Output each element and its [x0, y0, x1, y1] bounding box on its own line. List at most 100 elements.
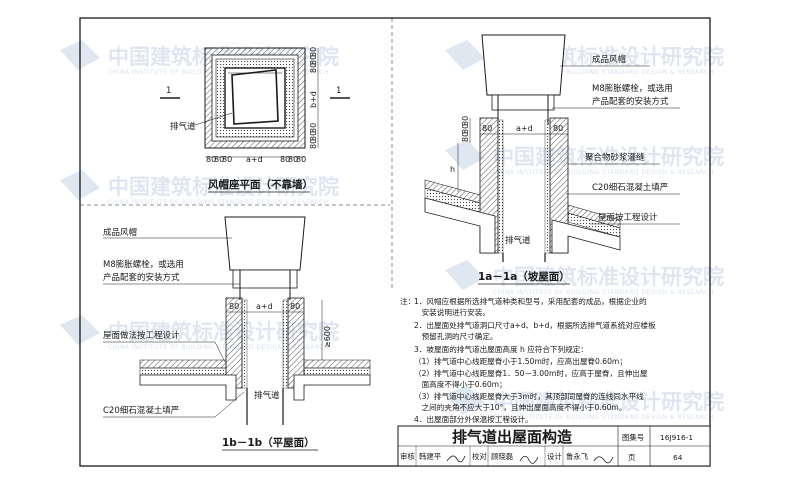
section-b-insulation-left — [139, 367, 227, 376]
section-a-label-mortar: 聚合物砂浆灌缝 — [585, 152, 645, 163]
section-a-label-cap: 成品风帽 — [592, 54, 626, 65]
note-line: 预留孔洞的尺寸确定。 — [414, 331, 498, 341]
section-a-infill-left — [497, 119, 504, 254]
section-a-title: 1a－1a（坡屋面） — [478, 270, 570, 283]
section-b-label-bolt: M8膨胀螺栓，或选用 — [103, 259, 184, 270]
watermark-subtext: CHINA INSTITUTE OF BUILDING STANDARD DES… — [493, 69, 714, 76]
section-b-label-cap: 成品风帽 — [103, 227, 137, 238]
note-line: 面高度不得小于0.60m； — [414, 379, 507, 389]
watermark-subtext: CHINA INSTITUTE OF BUILDING STANDARD DES… — [493, 289, 714, 296]
watermark-logo-icon — [445, 385, 485, 415]
dim-text: 80 — [290, 302, 300, 311]
dim-text: 80 — [309, 55, 318, 65]
plan-title: 风帽座平面（不靠墙） — [208, 178, 313, 191]
section-a-label-bolt: M8膨胀螺栓，或选用 — [592, 83, 673, 94]
watermark-text: 中国建筑标准设计研究院 — [493, 390, 724, 414]
section-a-view: 排气道 成品风帽 M8膨胀螺栓，或选用 产品配套的安装方式 聚合物砂浆灌缝 C2… — [424, 34, 680, 285]
page-number: 64 — [673, 453, 683, 462]
plan-view: 1 1 排气道 80 80 80 a+d 80 80 80 80 80 80 b… — [160, 47, 350, 193]
section-a-label-bolt-2: 产品配套的安装方式 — [592, 96, 669, 107]
plan-vent-opening — [231, 69, 279, 125]
watermark-subtext: CHINA INSTITUTE OF BUILDING STANDARD DES… — [493, 414, 714, 421]
section-b-infill-right — [282, 299, 289, 389]
section-b-slab-left — [139, 374, 237, 401]
sheet-title: 排气道出屋面构造 — [452, 428, 572, 446]
title-block: 排气道出屋面构造 图集号 16J916-1 审核 韩建平 校对 顾晓磊 设计 鲁… — [397, 425, 711, 467]
dim-text: 80 — [553, 124, 563, 133]
notes: 注： 1．风帽应根据所选排气道种类和型号，采用配套的成品，根据企业的 安装说明进… — [400, 296, 656, 424]
section-b-cap-base — [232, 269, 298, 289]
note-line: （2）排气道中心线距屋脊1．50－3.00m时，应高于屋脊，且伸出屋 — [414, 368, 648, 378]
note-line: 2．出屋面处排气道洞口尺寸a+d、b+d，根据所选排气道系统对应楼板 — [414, 320, 656, 330]
watermark-subtext: CHINA INSTITUTE OF BUILDING STANDARD DES… — [108, 199, 329, 206]
section-mark-left: 1 — [166, 86, 171, 96]
section-b-collar-left — [225, 297, 243, 389]
page-label: 页 — [628, 453, 635, 462]
section-a-cap-base — [491, 94, 555, 111]
note-line: 1．风帽应根据所选排气道种类和型号，采用配套的成品，根据企业的 — [414, 296, 647, 306]
section-b-vent-label: 排气道 — [254, 390, 280, 401]
section-b-dim-height: ≥600 — [323, 326, 332, 348]
plan-dim-bottom: 80 80 80 a+d 80 80 80 — [206, 155, 306, 164]
review-signature-icon — [446, 455, 466, 463]
section-b-view: 排气道 成品风帽 M8膨胀螺栓，或选用 产品配套的安装方式 屋面做法按工程设计 … — [103, 216, 371, 451]
section-b-collar-right — [287, 297, 305, 389]
section-b-roof-left — [139, 359, 227, 369]
watermark-text: 中国建筑标准设计研究院 — [108, 175, 339, 199]
review-name: 韩建平 — [419, 452, 441, 461]
dim-text: 80 — [222, 155, 232, 164]
check-name: 顾晓磊 — [491, 452, 514, 461]
leader-line — [214, 341, 226, 363]
section-b-cap — [224, 216, 306, 271]
watermark-logo-icon — [445, 260, 485, 290]
dim-text: 80 — [461, 124, 470, 134]
section-a-infill-right — [544, 119, 551, 254]
design-signature-icon — [593, 456, 614, 464]
dim-text: 80 — [288, 155, 298, 164]
plan-vent-label: 排气道 — [170, 121, 196, 132]
section-a-slab-right — [551, 219, 621, 254]
note-line: 安装说明进行安装。 — [414, 307, 490, 317]
watermark-subtext: CHINA INSTITUTE OF BUILDING STANDARD DES… — [493, 169, 714, 176]
section-b-label-concrete: C20细石混凝土填严 — [103, 405, 179, 416]
atlas-label: 图集号 — [622, 433, 644, 442]
watermark-logo-icon — [445, 40, 485, 70]
section-b-slab-right — [293, 374, 371, 401]
section-mark-right: 1 — [336, 86, 341, 96]
plan-dim-right: 80 80 80 b+d 80 80 80 — [309, 47, 318, 149]
dim-text: 80 — [482, 124, 492, 133]
note-line: 4．出屋面部分外保温按工程设计。 — [414, 414, 533, 424]
dim-text: 80 — [206, 155, 216, 164]
dim-text: 80 — [309, 123, 318, 133]
dim-text: 80 — [296, 155, 306, 164]
plan-vent-leader — [194, 112, 233, 126]
dim-text: 80 — [461, 132, 470, 142]
section-a-slab-left — [424, 197, 496, 254]
section-a-vent-label: 排气道 — [505, 235, 531, 246]
section-a-cap — [481, 34, 566, 96]
note-line: （1）排气道中心线距屋脊小于1.50m时，应高出屋脊0.60m； — [414, 356, 627, 366]
dim-text: 80 — [309, 63, 318, 73]
dim-text: a+d — [246, 155, 263, 164]
check-signature-icon — [519, 455, 539, 464]
section-b-infill-left — [241, 299, 248, 389]
section-b-roof-right — [303, 359, 371, 369]
watermark-logo-icon — [445, 140, 485, 170]
dim-text: 80 — [309, 131, 318, 141]
watermark-5: 中国建筑标准设计研究院 CHINA INSTITUTE OF BUILDING … — [445, 140, 724, 176]
note-line: 3．坡屋面的排气道出屋面高度 h 应符合下列规定： — [414, 344, 588, 354]
section-b-label-roof: 屋面做法按工程设计 — [103, 330, 180, 341]
watermark-text: 中国建筑标准设计研究院 — [493, 265, 724, 289]
review-label: 审核 — [400, 452, 415, 461]
dim-text: 80 — [229, 302, 239, 311]
dim-text: 80 — [309, 139, 318, 149]
leader-line — [214, 391, 245, 418]
section-b-insulation-right — [303, 367, 371, 376]
watermark-6: 中国建筑标准设计研究院 CHINA INSTITUTE OF BUILDING … — [445, 260, 724, 296]
section-a-label-concrete: C20细石混凝土填严 — [592, 182, 668, 193]
sheet-frame — [79, 17, 711, 467]
note-line: （3）排气道中心线距屋脊大于3m时，其顶部同屋脊的连线同水平线 — [414, 391, 644, 401]
note-line: 之间的夹角不应大于10°，且伸出屋面高度不得小于0.60m。 — [414, 402, 626, 412]
watermark-7: 中国建筑标准设计研究院 CHINA INSTITUTE OF BUILDING … — [445, 385, 724, 421]
